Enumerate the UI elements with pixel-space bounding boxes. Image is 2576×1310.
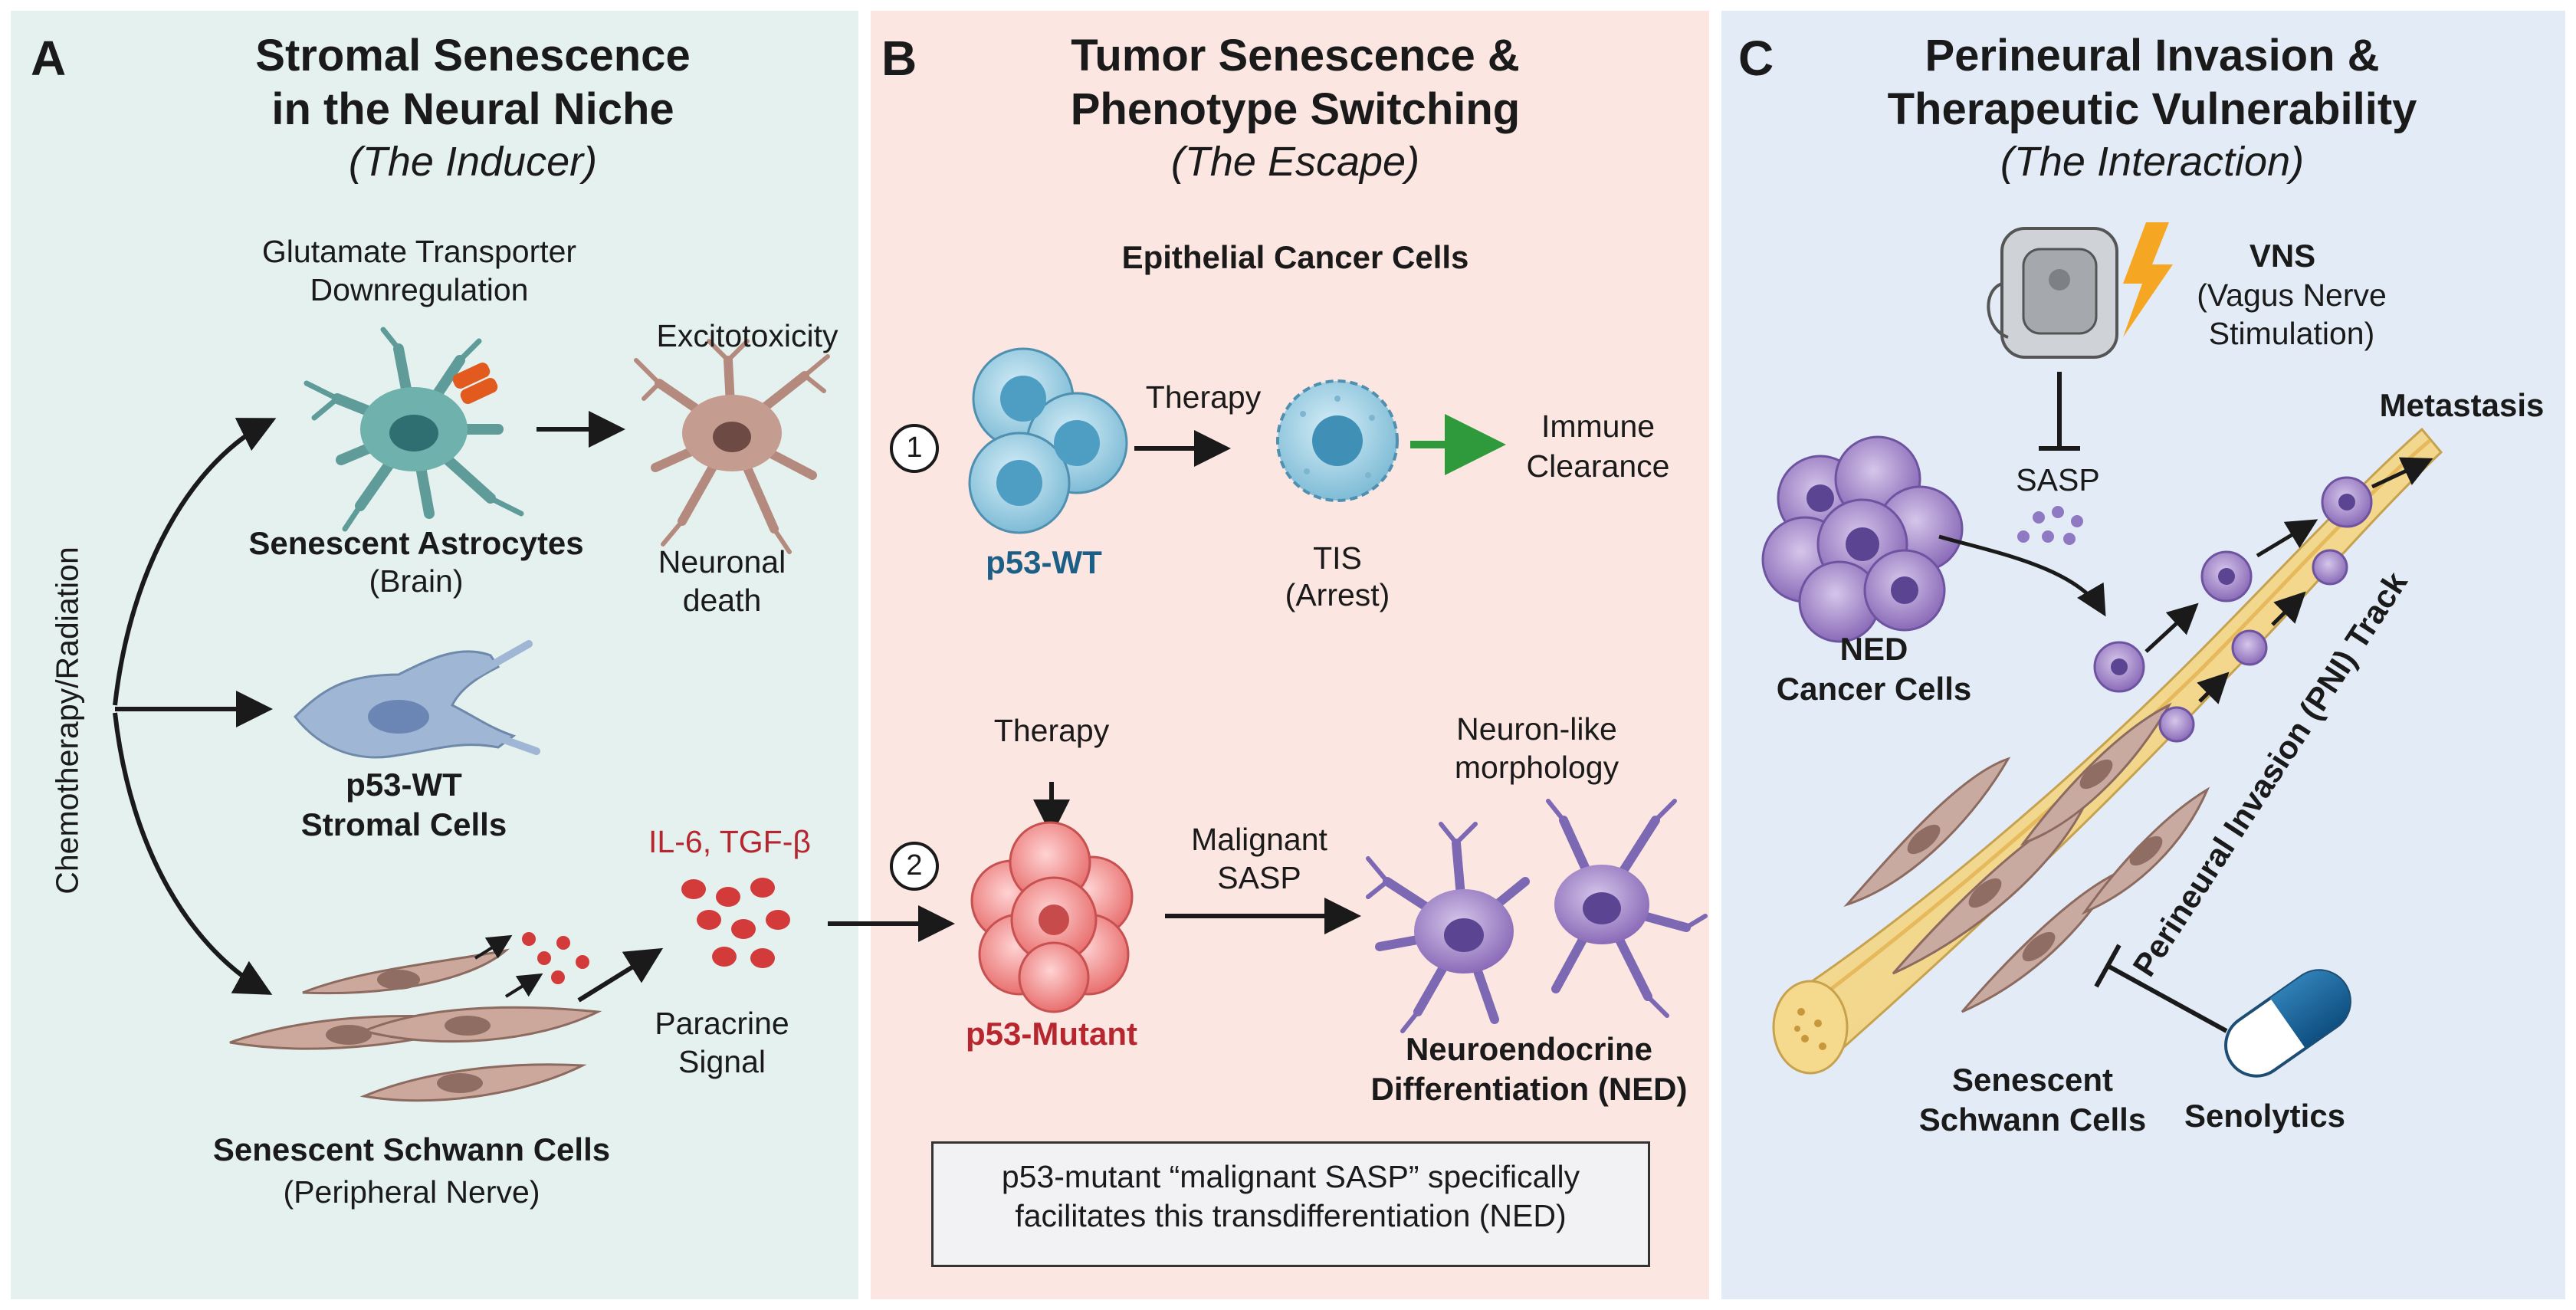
chemo-radiation-label: Chemotherapy/Radiation <box>49 547 85 895</box>
panel-b-title-1: Tumor Senescence & <box>1071 31 1520 80</box>
astrocyte-cell <box>304 327 524 532</box>
panel-b-subtitle: (The Escape) <box>1170 139 1420 185</box>
arrow-ned-to-track <box>1938 534 2106 617</box>
ned-cancer-label-1: NED <box>1839 631 1908 667</box>
inhibit-senolytics <box>2094 944 2228 1033</box>
arrow-to-paracrine <box>577 947 664 1003</box>
panel-a-letter: A <box>31 31 67 86</box>
p53wt-cells <box>968 347 1128 534</box>
excitotoxicity-label: Excitotoxicity <box>656 318 838 353</box>
sasp-dots <box>2017 506 2083 545</box>
ned-cancer-label-2: Cancer Cells <box>1776 671 1972 707</box>
tis-label-2: (Arrest) <box>1285 577 1390 612</box>
epithelial-header: Epithelial Cancer Cells <box>1121 239 1469 275</box>
immune-label-1: Immune <box>1541 409 1656 444</box>
lightning-icon <box>2123 222 2173 337</box>
schwann-c-label-1: Senescent <box>1951 1062 2114 1098</box>
ned-cancer-cells-cluster <box>1761 435 1964 643</box>
ned-neurons <box>1366 799 1708 1033</box>
panel-c-letter: C <box>1738 31 1774 86</box>
sasp-label: SASP <box>2016 462 2100 497</box>
paracrine-label-1: Paracrine <box>655 1006 789 1041</box>
note-line-1: p53-mutant “malignant SASP” specifically <box>1001 1159 1580 1194</box>
astrocytes-label: Senescent Astrocytes <box>248 525 584 561</box>
stromal-label-2: Stromal Cells <box>300 806 507 842</box>
vns-label: VNS <box>2249 238 2316 274</box>
step-1-number: 1 <box>906 432 923 464</box>
immune-label-2: Clearance <box>1526 448 1670 484</box>
vns-full-1: (Vagus Nerve <box>2197 277 2387 313</box>
malignant-sasp-2: SASP <box>1217 860 1301 895</box>
step-2-number: 2 <box>906 849 923 882</box>
vns-full-2: Stimulation) <box>2208 316 2375 351</box>
secreted-factors-a <box>522 932 589 984</box>
panel-c-subtitle: (The Interaction) <box>2000 139 2305 185</box>
arrow-to-schwann <box>113 712 273 995</box>
senolytics-label: Senolytics <box>2184 1098 2346 1134</box>
schwann-c-label-2: Schwann Cells <box>1918 1102 2147 1138</box>
note-line-2: facilitates this transdifferentiation (N… <box>1015 1198 1567 1234</box>
neuronal-death-2: death <box>682 583 762 618</box>
neuron-like-1: Neuron-like <box>1456 711 1617 747</box>
neuron-cell <box>634 339 830 554</box>
astrocytes-location: (Brain) <box>369 563 464 599</box>
panel-b-title-2: Phenotype Switching <box>1070 84 1521 134</box>
ned-label-1: Neuroendocrine <box>1405 1031 1653 1067</box>
schwann-a-location: (Peripheral Nerve) <box>283 1174 540 1210</box>
ned-label-2: Differentiation (NED) <box>1370 1071 1688 1107</box>
malignant-sasp-note: p53-mutant “malignant SASP” specifically… <box>931 1141 1650 1267</box>
panel-b <box>871 11 1709 1299</box>
p53mut-cluster <box>970 821 1134 1013</box>
vns-device-icon <box>1987 227 2118 359</box>
glutamate-label-2: Downregulation <box>310 272 529 307</box>
arrow-to-astrocytes <box>113 418 277 706</box>
neuronal-death-1: Neuronal <box>658 544 786 579</box>
malignant-sasp-1: Malignant <box>1191 822 1327 857</box>
senolytic-pill-icon <box>2224 969 2351 1078</box>
therapy-1-label: Therapy <box>1145 379 1262 415</box>
glutamate-label-1: Glutamate Transporter <box>261 234 577 269</box>
inhibit-vns-sasp <box>2039 372 2080 451</box>
panel-a-subtitle: (The Inducer) <box>348 139 598 185</box>
paracrine-label-2: Signal <box>678 1044 766 1079</box>
stromal-label-1: p53-WT <box>346 767 462 803</box>
neuron-like-2: morphology <box>1454 750 1619 785</box>
panel-c-title-2: Therapeutic Vulnerability <box>1887 84 2417 134</box>
step-2-circle <box>890 842 939 891</box>
p53mut-label: p53-Mutant <box>966 1016 1137 1052</box>
cytokines-label: IL-6, TGF-β <box>648 824 811 859</box>
schwann-cells-a <box>229 948 602 1102</box>
panel-a-title-1: Stromal Senescence <box>255 31 691 80</box>
metastasis-label: Metastasis <box>2379 387 2545 423</box>
schwann-a-label: Senescent Schwann Cells <box>212 1131 611 1167</box>
paracrine-factors <box>681 878 790 968</box>
therapy-2-label: Therapy <box>993 713 1110 748</box>
panel-b-letter: B <box>881 31 917 86</box>
tis-cell <box>1276 379 1399 502</box>
panel-c-title-1: Perineural Invasion & <box>1925 31 2380 80</box>
p53wt-label: p53-WT <box>986 544 1102 580</box>
step-1-circle <box>890 424 939 473</box>
panel-a-title-2: in the Neural Niche <box>271 84 674 134</box>
stromal-cell <box>294 640 540 759</box>
panel-c <box>1721 11 2565 1299</box>
tis-label-1: TIS <box>1313 540 1362 576</box>
